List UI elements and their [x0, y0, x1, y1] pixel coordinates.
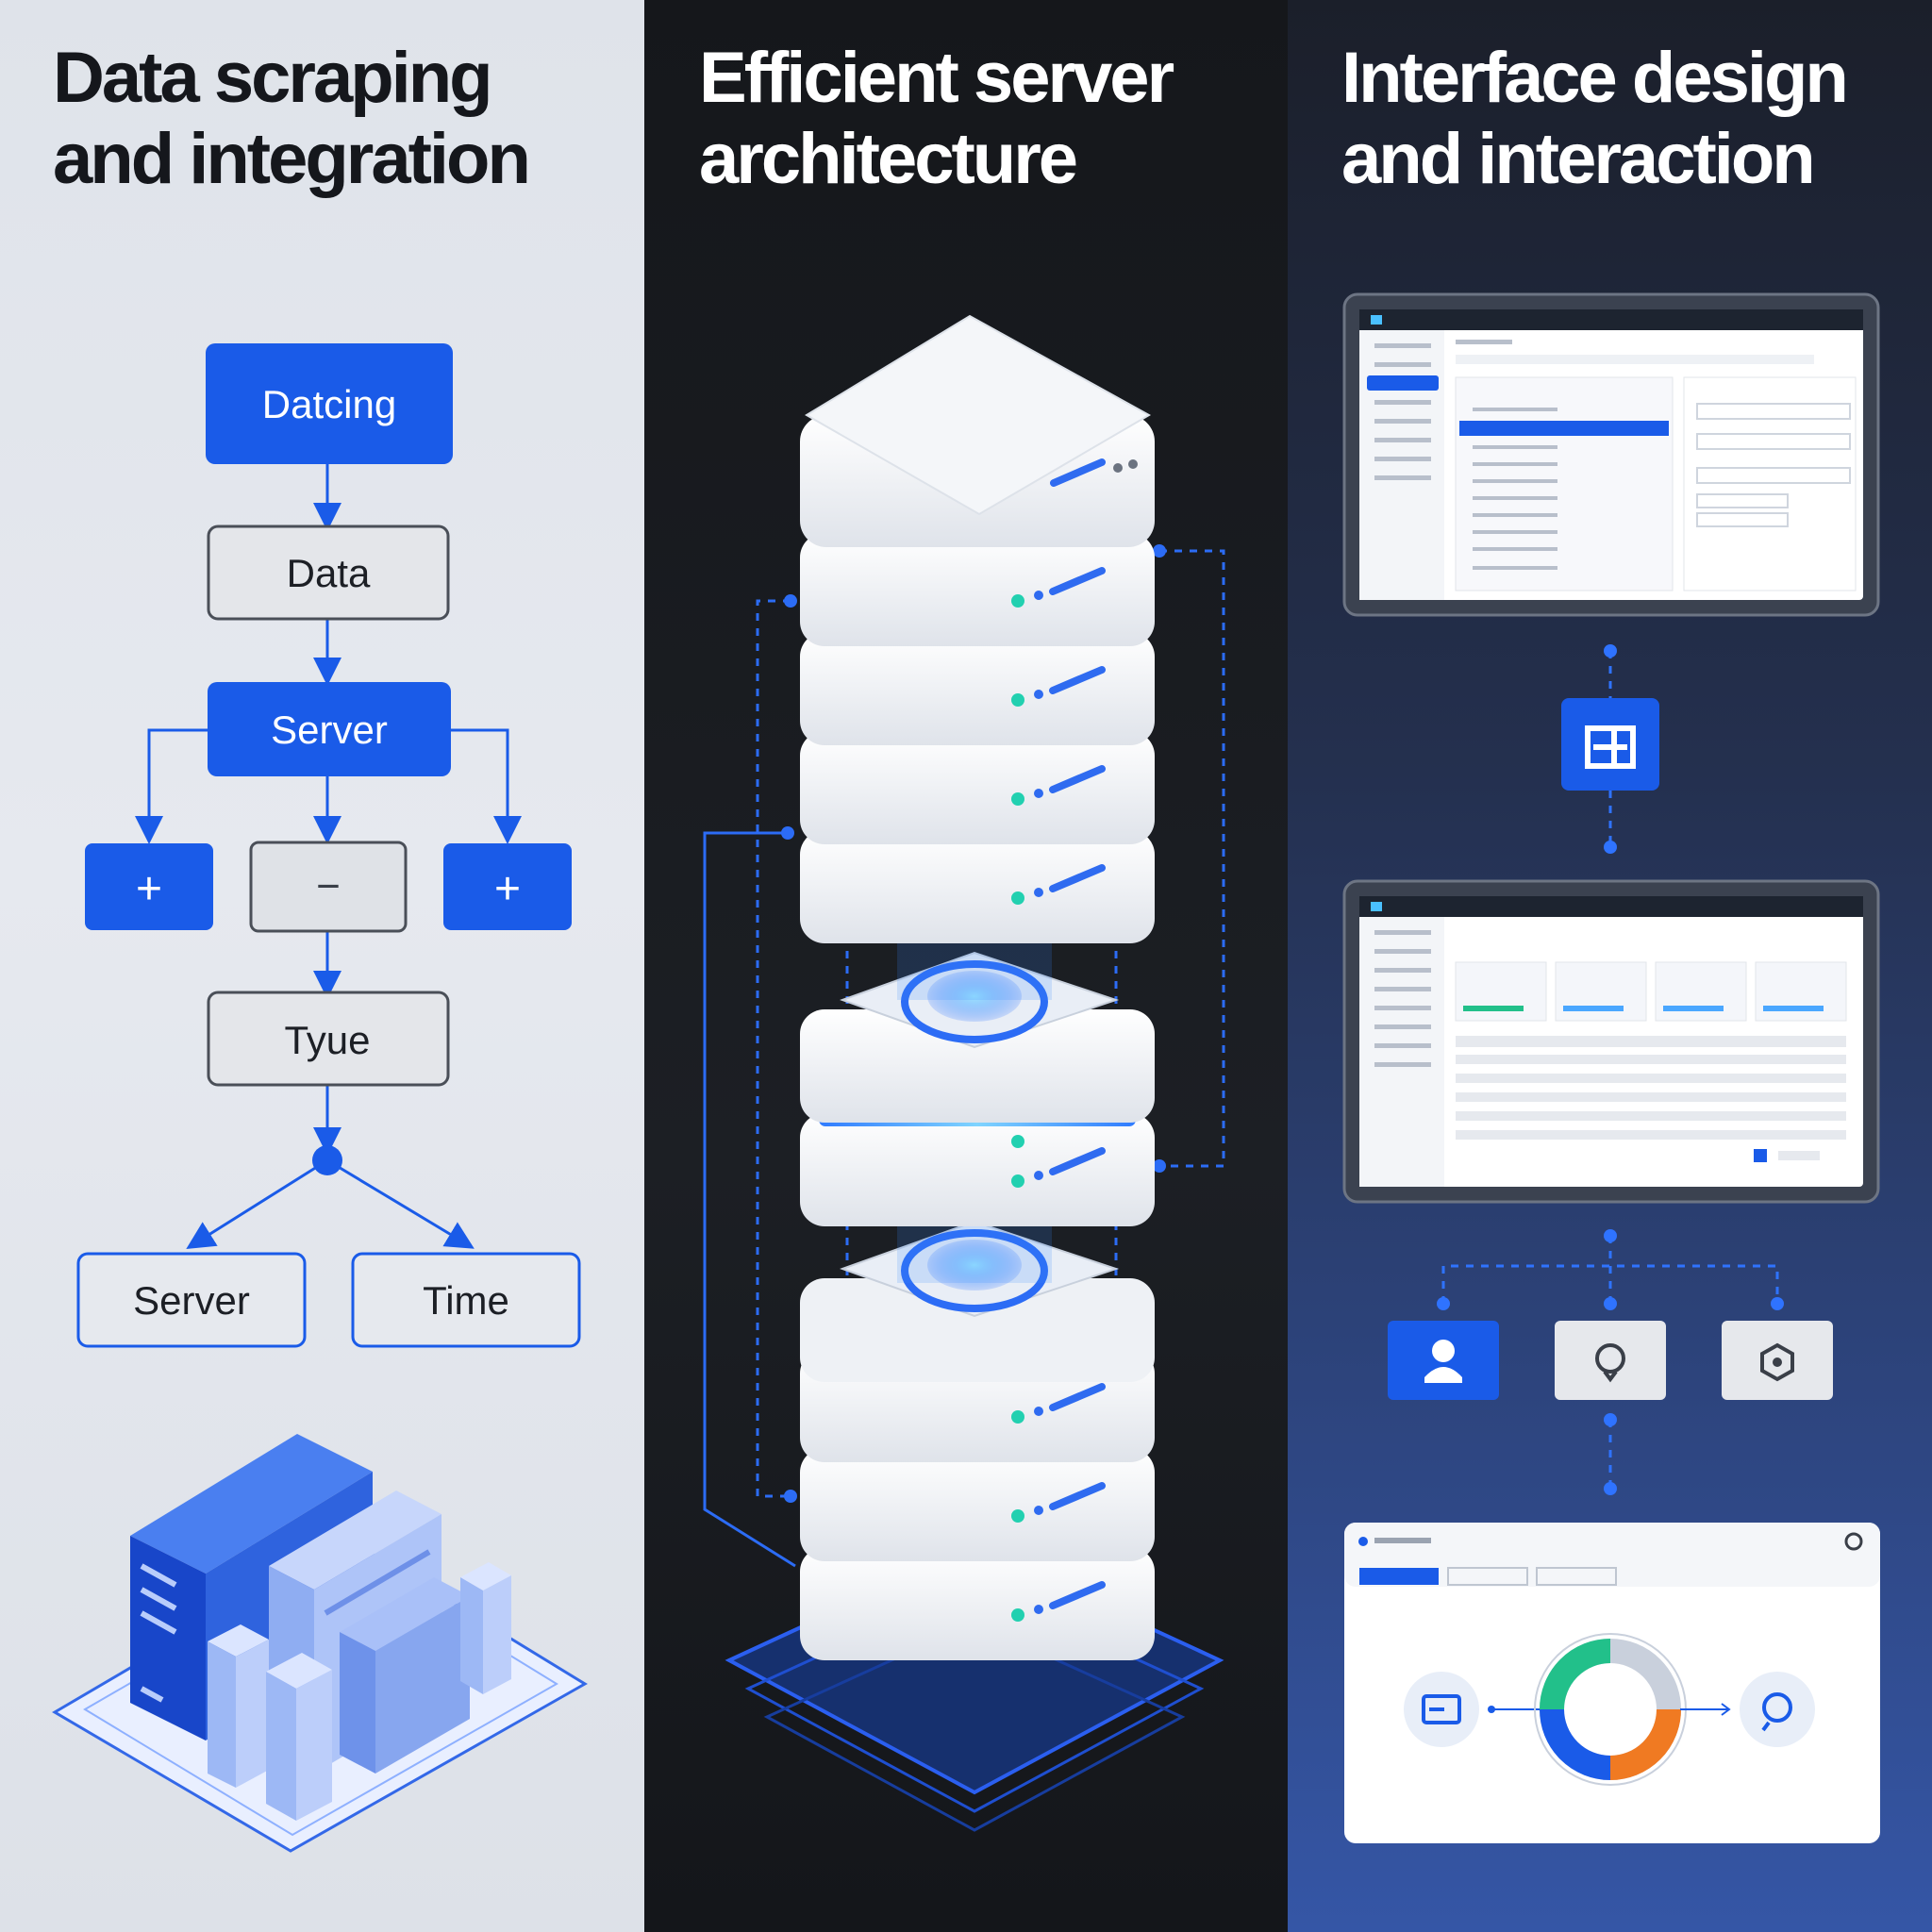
- node-data: Data: [207, 525, 450, 621]
- node-leaf-server: Server: [76, 1252, 307, 1348]
- mockup-list-detail: [1342, 292, 1880, 617]
- panel-interface-design: Interface design and interaction: [1288, 0, 1932, 1932]
- node-leaf-time: Time: [351, 1252, 581, 1348]
- node-plus-left: +: [85, 843, 213, 930]
- mockup-analytics-card: [1344, 1523, 1880, 1843]
- node-leaf-time-label: Time: [423, 1278, 509, 1323]
- node-server: Server: [208, 682, 451, 776]
- panel-title: Efficient server architecture: [699, 38, 1174, 200]
- node-plus-left-label: +: [136, 864, 162, 914]
- node-top-label: Datcing: [262, 382, 396, 426]
- isometric-server-buildings-icon: [52, 1434, 588, 1853]
- title-line-2: and integration: [53, 119, 531, 199]
- chat-bubble-icon: [1555, 1321, 1666, 1400]
- panel-server-architecture: Efficient server architecture: [644, 0, 1288, 1932]
- title-line-1: Data scraping: [53, 38, 493, 118]
- node-plus-right: +: [443, 843, 572, 930]
- title-line-1: Efficient server: [699, 38, 1174, 118]
- node-server-label: Server: [271, 708, 388, 752]
- support-chat-icon: [1740, 1672, 1815, 1747]
- image-frame-icon: [1404, 1672, 1479, 1747]
- node-top: Datcing: [206, 343, 453, 464]
- panel-title: Data scraping and integration: [53, 38, 531, 200]
- title-line-2: and interaction: [1341, 119, 1816, 199]
- node-type: Tyue: [207, 991, 450, 1087]
- data-flow-diagram: Datcing Data Server + − +: [52, 343, 588, 1853]
- server-units: [800, 314, 1155, 1660]
- node-plus-right-label: +: [494, 864, 521, 914]
- server-rack-stack-icon: [703, 314, 1225, 1832]
- node-data-label: Data: [287, 551, 371, 595]
- panel-title: Interface design and interaction: [1341, 38, 1849, 200]
- ui-mockups-diagram: [1342, 292, 1880, 1843]
- junction-node: [312, 1145, 342, 1175]
- panel-data-scraping: Data scraping and integration: [0, 0, 644, 1932]
- ui-flow-connectors: [1441, 651, 1779, 1489]
- flow-connectors: [135, 464, 522, 1249]
- book-map-icon: [1561, 698, 1659, 791]
- title-line-2: architecture: [699, 119, 1078, 199]
- mockup-dashboard: [1342, 879, 1880, 1204]
- node-leaf-server-label: Server: [133, 1278, 250, 1323]
- hexagon-gear-icon: [1722, 1321, 1833, 1400]
- title-line-1: Interface design: [1341, 38, 1849, 118]
- node-minus-label: −: [316, 863, 341, 909]
- user-stack-icon: [1388, 1321, 1499, 1400]
- node-type-label: Tyue: [284, 1018, 370, 1062]
- node-minus: −: [249, 841, 408, 933]
